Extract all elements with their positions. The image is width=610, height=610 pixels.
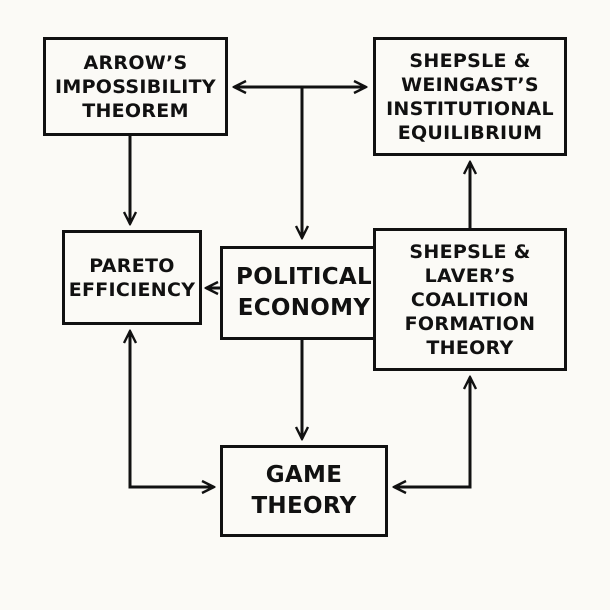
node-label: GAME THEORY: [251, 462, 357, 519]
node-political-economy: POLITICAL ECONOMY: [220, 246, 388, 340]
node-label: ARROW’S IMPOSSIBILITY THEOREM: [55, 51, 216, 122]
node-shepsle-weingast-institutional-equilibrium: SHEPSLE & WEINGAST’S INSTITUTIONAL EQUIL…: [373, 37, 567, 156]
node-label: POLITICAL ECONOMY: [236, 264, 372, 321]
node-label: SHEPSLE & WEINGAST’S INSTITUTIONAL EQUIL…: [386, 49, 554, 144]
edge-game-theory-to-shepsle-laver: [394, 377, 470, 487]
node-game-theory: GAME THEORY: [220, 445, 388, 537]
node-label: PARETO EFFICIENCY: [68, 254, 196, 301]
node-pareto-efficiency: PARETO EFFICIENCY: [62, 230, 202, 325]
node-label: SHEPSLE & LAVER’S COALITION FORMATION TH…: [404, 240, 536, 359]
node-arrows-impossibility-theorem: ARROW’S IMPOSSIBILITY THEOREM: [43, 37, 228, 136]
node-shepsle-laver-coalition-formation-theory: SHEPSLE & LAVER’S COALITION FORMATION TH…: [373, 228, 567, 371]
edge-pareto-to-game-theory: [130, 331, 214, 487]
